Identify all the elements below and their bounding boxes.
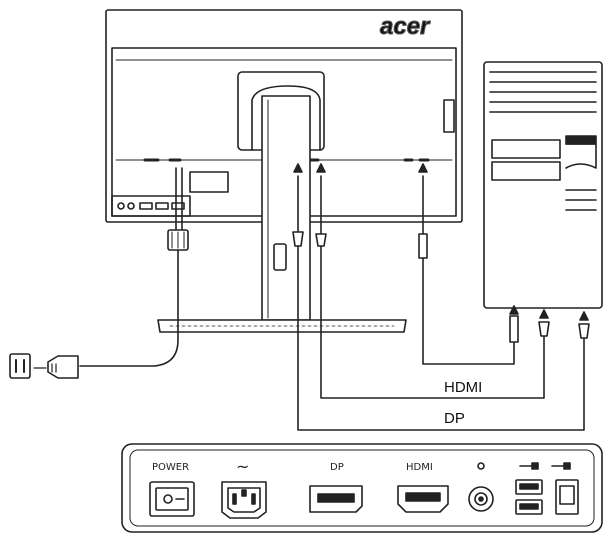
power-port-label: POWER — [152, 462, 189, 473]
power-switch — [149, 481, 195, 517]
headphone-dot-icon — [477, 462, 485, 470]
dp-port-label: DP — [330, 462, 344, 473]
hdmi-port-label: HDMI — [406, 462, 433, 473]
monitor-control-strip — [111, 195, 191, 217]
usb-b-port — [555, 479, 579, 515]
usb-icon — [551, 462, 571, 470]
usb-icon — [519, 462, 539, 470]
audio-jack — [468, 486, 494, 512]
hdmi-port — [397, 485, 449, 513]
wall-outlet — [9, 353, 31, 379]
hdmi-cable — [315, 163, 550, 399]
hdmi-cable-label: HDMI — [444, 379, 482, 396]
ac-power-inlet — [221, 481, 267, 519]
power-inlet-box — [189, 171, 229, 193]
monitor-rear: acer — [105, 9, 463, 223]
computer-tower — [483, 61, 603, 309]
brand-logo: acer — [380, 13, 431, 40]
ac-port-label: ~ — [236, 457, 249, 476]
dp-port — [309, 485, 363, 513]
usb-a-ports — [515, 479, 543, 515]
side-button — [443, 99, 455, 133]
port-panel: POWER ~ DP HDMI — [121, 443, 603, 533]
power-cable — [9, 167, 189, 379]
monitor-stand — [157, 71, 407, 333]
dp-cable-label: DP — [444, 410, 465, 427]
hdmi-cable-short — [418, 163, 519, 365]
stand-base — [157, 319, 407, 333]
dp-cable — [292, 163, 590, 431]
